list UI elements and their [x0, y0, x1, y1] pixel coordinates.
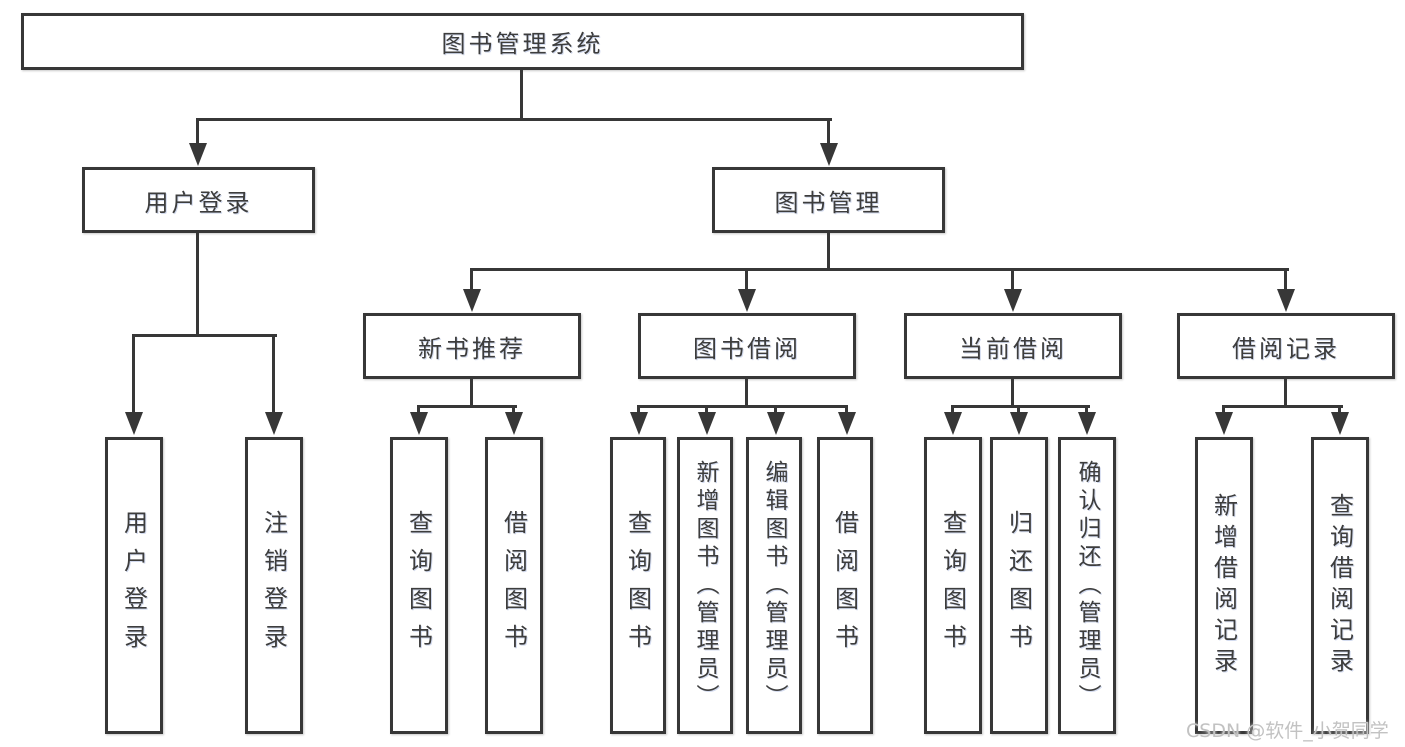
node-user-login-label: 用户登录 [144, 188, 253, 217]
connector-drop-leaf-user-login [132, 334, 135, 415]
leaf-edit-books-admin-label: 编辑图书（管理员） [761, 459, 787, 712]
arrow-down-icon [1004, 289, 1022, 312]
leaf-query-books-recommend-label: 查询图书 [404, 509, 433, 662]
connector-drop [1338, 405, 1341, 415]
connector-drop [637, 405, 640, 415]
arrow-down-icon [189, 143, 207, 166]
connector-root-rail [196, 118, 832, 121]
connector-drop [1017, 405, 1020, 415]
connector-user-login-rail [132, 334, 277, 337]
leaf-edit-books-admin: 编辑图书（管理员） [746, 437, 802, 734]
leaf-query-books-recommend: 查询图书 [390, 437, 448, 734]
leaf-query-books-borrow: 查询图书 [610, 437, 666, 734]
connector-drop [774, 405, 777, 415]
node-book-borrowing: 图书借阅 [638, 313, 856, 379]
node-current-borrowing-label: 当前借阅 [959, 334, 1067, 363]
connector-book-mgmt-rail [470, 268, 1289, 271]
leaf-query-books-current-label: 查询图书 [938, 509, 967, 662]
csdn-watermark: CSDN @软件_小贺同学 [1186, 720, 1389, 742]
arrow-down-icon [1078, 412, 1096, 435]
connector-drop-borrow-records [1284, 268, 1287, 292]
arrow-down-icon [767, 412, 785, 435]
leaf-confirm-return-admin: 确认归还（管理员） [1058, 437, 1116, 734]
arrow-down-icon [820, 143, 838, 166]
connector-new-books-stem [470, 379, 473, 408]
leaf-user-login: 用户登录 [105, 437, 163, 734]
arrow-down-icon [125, 412, 143, 435]
connector-drop-new-books [470, 268, 473, 292]
connector-drop-leaf-logout [272, 334, 275, 415]
leaf-add-books-admin: 新增图书（管理员） [677, 437, 733, 734]
connector-drop [705, 405, 708, 415]
leaf-query-borrow-record-label: 查询借阅记录 [1325, 492, 1354, 679]
arrow-down-icon [698, 412, 716, 435]
leaf-borrow-books-borrow: 借阅图书 [817, 437, 873, 734]
node-book-management: 图书管理 [712, 167, 945, 233]
leaf-borrow-books-recommend-label: 借阅图书 [499, 509, 528, 662]
connector-drop-book-mgmt [827, 118, 830, 148]
arrow-down-icon [1215, 412, 1233, 435]
connector-drop [417, 405, 420, 415]
connector-drop-book-borrow [745, 268, 748, 292]
connector-drop [1085, 405, 1088, 415]
node-borrowing-records: 借阅记录 [1177, 313, 1395, 379]
node-new-book-recommend: 新书推荐 [363, 313, 581, 379]
leaf-add-borrow-record: 新增借阅记录 [1195, 437, 1253, 734]
arrow-down-icon [630, 412, 648, 435]
leaf-borrow-books-borrow-label: 借阅图书 [830, 509, 859, 662]
connector-root-stem [520, 69, 523, 120]
arrow-down-icon [505, 412, 523, 435]
connector-book-borrow-stem [745, 379, 748, 408]
leaf-logout: 注销登录 [245, 437, 303, 734]
leaf-confirm-return-admin-label: 确认归还（管理员） [1074, 459, 1100, 712]
connector-borrow-records-rail [1222, 405, 1343, 408]
node-library-system-label: 图书管理系统 [441, 30, 604, 58]
connector-drop [512, 405, 515, 415]
node-book-management-label: 图书管理 [774, 188, 883, 217]
arrow-down-icon [410, 412, 428, 435]
node-new-book-recommend-label: 新书推荐 [418, 334, 526, 363]
connector-drop [1222, 405, 1225, 415]
connector-user-login-stem [196, 233, 199, 337]
arrow-down-icon [738, 289, 756, 312]
arrow-down-icon [1277, 289, 1295, 312]
arrow-down-icon [1331, 412, 1349, 435]
leaf-logout-label: 注销登录 [259, 509, 288, 662]
arrow-down-icon [265, 412, 283, 435]
node-user-login: 用户登录 [82, 167, 315, 233]
leaf-borrow-books-recommend: 借阅图书 [485, 437, 543, 734]
leaf-return-books: 归还图书 [990, 437, 1048, 734]
leaf-add-borrow-record-label: 新增借阅记录 [1209, 492, 1238, 679]
connector-new-books-rail [417, 405, 517, 408]
connector-drop [951, 405, 954, 415]
arrow-down-icon [1010, 412, 1028, 435]
node-current-borrowing: 当前借阅 [904, 313, 1122, 379]
arrow-down-icon [838, 412, 856, 435]
connector-book-mgmt-stem [827, 233, 830, 271]
leaf-add-books-admin-label: 新增图书（管理员） [692, 459, 718, 712]
leaf-user-login-label: 用户登录 [119, 509, 148, 662]
leaf-query-borrow-record: 查询借阅记录 [1311, 437, 1369, 734]
arrow-down-icon [944, 412, 962, 435]
node-library-system: 图书管理系统 [21, 13, 1024, 70]
connector-drop-user-login [196, 118, 199, 148]
node-book-borrowing-label: 图书借阅 [693, 334, 801, 363]
connector-borrow-records-stem [1284, 379, 1287, 408]
connector-current-borrow-stem [1011, 379, 1014, 408]
connector-drop-current-borrow [1011, 268, 1014, 292]
leaf-query-books-borrow-label: 查询图书 [623, 509, 652, 662]
leaf-return-books-label: 归还图书 [1004, 509, 1033, 662]
arrow-down-icon [463, 289, 481, 312]
connector-drop [845, 405, 848, 415]
connector-book-borrow-rail [637, 405, 848, 408]
leaf-query-books-current: 查询图书 [924, 437, 982, 734]
connector-current-borrow-rail [951, 405, 1090, 408]
node-borrowing-records-label: 借阅记录 [1232, 334, 1340, 363]
